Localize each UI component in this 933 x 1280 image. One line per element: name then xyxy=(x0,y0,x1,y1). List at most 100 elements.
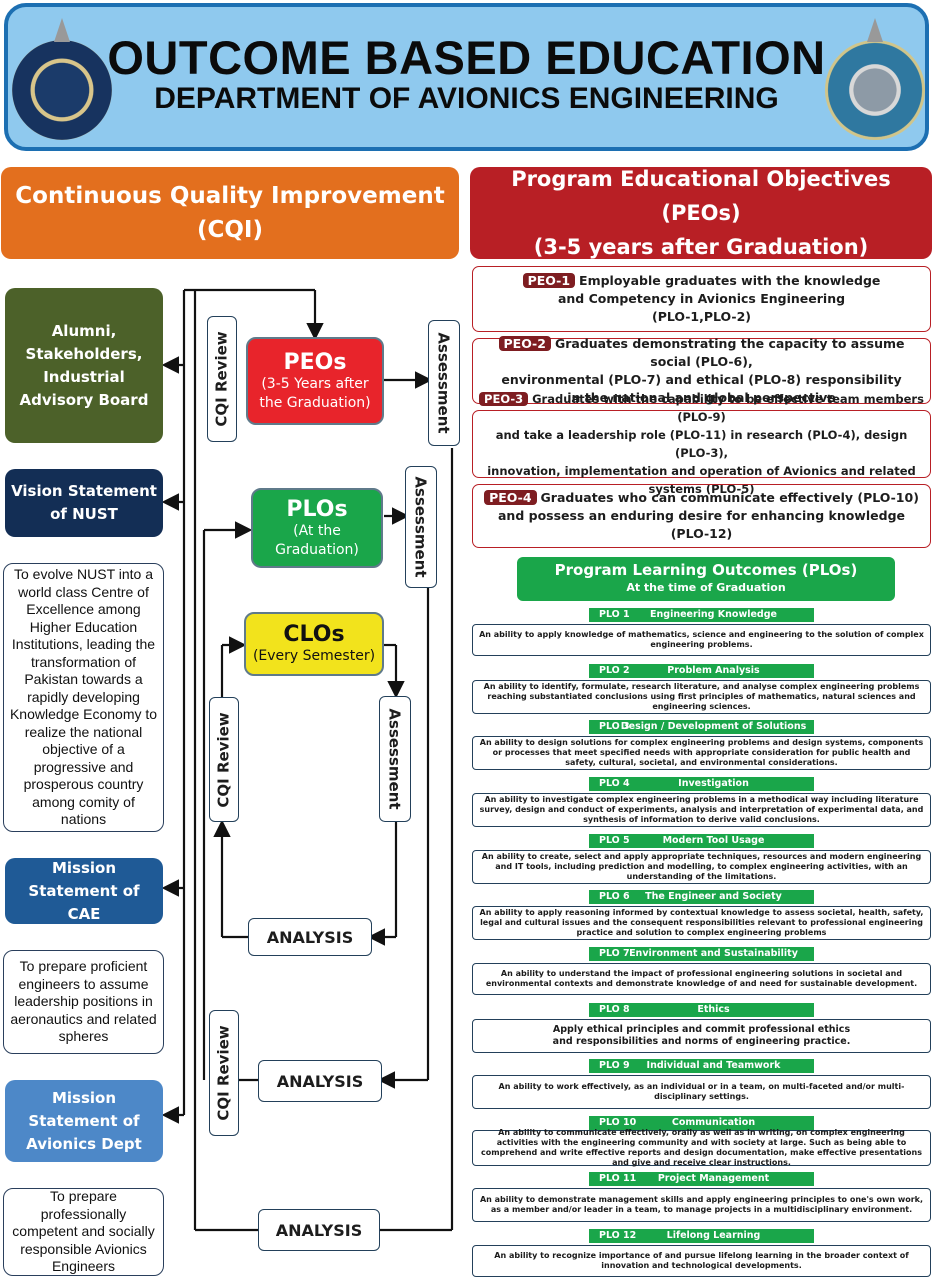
peo-text: and take a leadership role (PLO-11) in r… xyxy=(495,428,908,460)
plo-description: An ability to work effectively, as an in… xyxy=(472,1075,931,1109)
peos-box-title: PEOs xyxy=(283,349,347,375)
college-of-aeronautical-engineering-logo-icon xyxy=(825,40,925,140)
plo-description-text: An ability to work effectively, as an in… xyxy=(498,1082,905,1101)
assessment-box-peo: Assessment xyxy=(428,320,460,446)
plo-number: PLO 4 xyxy=(599,778,630,789)
plo-title: The Engineer and Society xyxy=(645,891,782,902)
peo-section-title: Program Educational Objectives (PEOs) (3… xyxy=(470,167,932,259)
assessment-label: Assessment xyxy=(386,708,404,810)
plo-number: PLO 8 xyxy=(599,1004,630,1015)
mission-cae-body: To prepare proficient engineers to assum… xyxy=(10,958,157,1045)
assessment-box-clo: Assessment xyxy=(379,696,411,822)
plo-number: PLO 1 xyxy=(599,609,630,620)
plo-title: Environment and Sustainability xyxy=(629,948,798,959)
vision-statement-text: To evolve NUST into a world class Centre… xyxy=(3,563,164,832)
plo-description-text: An ability to understand the impact of p… xyxy=(485,969,918,988)
plo-description-text: An ability to apply knowledge of mathema… xyxy=(479,630,924,649)
plo-description: An ability to apply knowledge of mathema… xyxy=(472,624,931,656)
peo-text: innovation, implementation and operation… xyxy=(487,464,916,496)
plo-description-text: An ability to create, select and apply a… xyxy=(481,852,922,881)
alumni-stakeholders-box: Alumni, Stakeholders, Industrial Advisor… xyxy=(5,288,163,443)
assessment-box-plo: Assessment xyxy=(405,466,437,588)
plo-label: PLO 8 Ethics xyxy=(589,1003,814,1017)
mission-dept-title: Mission Statement of Avionics Dept xyxy=(5,1080,163,1162)
plo-description: An ability to design solutions for compl… xyxy=(472,736,931,770)
plo-description-text: An ability to recognize importance of an… xyxy=(494,1251,909,1270)
plo-description: An ability to demonstrate management ski… xyxy=(472,1188,931,1222)
cqi-review-box-clo: CQI Review xyxy=(209,697,239,822)
peo-text: Graduates with the capability to be effe… xyxy=(532,392,924,424)
mission-dept-text: To prepare professionally competent and … xyxy=(3,1188,164,1276)
plo-description: An ability to identify, formulate, resea… xyxy=(472,680,931,714)
plo-description-text: An ability to design solutions for compl… xyxy=(479,738,924,767)
plo-number: PLO 5 xyxy=(599,835,630,846)
mission-dept-title-text: Mission Statement of Avionics Dept xyxy=(26,1088,142,1153)
mission-cae-title: Mission Statement of CAE xyxy=(5,858,163,924)
peo-tag: PEO-3 xyxy=(479,392,529,406)
cqi-section-title: Continuous Quality Improvement (CQI) xyxy=(1,167,459,259)
plo-description: An ability to create, select and apply a… xyxy=(472,850,931,884)
plo-title: Engineering Knowledge xyxy=(650,609,777,620)
plo-number: PLO 12 xyxy=(599,1230,637,1241)
plo-title: Individual and Teamwork xyxy=(646,1060,781,1071)
cqi-title-text: Continuous Quality Improvement (CQI) xyxy=(15,183,445,243)
plo-title: Ethics xyxy=(697,1004,730,1015)
vision-statement-body: To evolve NUST into a world class Centre… xyxy=(9,566,158,828)
clos-box-subtitle: (Every Semester) xyxy=(252,648,376,664)
plo-description: An ability to recognize importance of an… xyxy=(472,1245,931,1277)
mission-cae-text: To prepare proficient engineers to assum… xyxy=(3,950,164,1054)
mission-cae-title-text: Mission Statement of CAE xyxy=(28,858,140,923)
plos-box: PLOs (At the Graduation) xyxy=(251,488,383,568)
peos-box: PEOs (3-5 Years after the Graduation) xyxy=(246,337,384,425)
assessment-label: Assessment xyxy=(435,332,453,434)
peo-tag: PEO-2 xyxy=(498,336,551,351)
analysis-label: ANALYSIS xyxy=(276,1071,364,1091)
cqi-review-box-plo: CQI Review xyxy=(209,1010,239,1136)
plo-title: Design / Development of Solutions xyxy=(620,721,807,732)
peo-text: and possess an enduring desire for enhan… xyxy=(498,508,905,541)
plo-number: PLO 9 xyxy=(599,1060,630,1071)
plo-description: An ability to communicate effectively, o… xyxy=(472,1128,931,1167)
plo-section-subtitle: At the time of Graduation xyxy=(626,581,786,594)
plo-description-text: An ability to demonstrate management ski… xyxy=(479,1195,924,1214)
analysis-label: ANALYSIS xyxy=(275,1220,363,1240)
vision-statement-title: Vision Statement of NUST xyxy=(5,469,163,537)
peo-section-title-line2: (3-5 years after Graduation) xyxy=(533,235,869,259)
plo-description: An ability to apply reasoning informed b… xyxy=(472,906,931,940)
plo-description-text: An ability to identify, formulate, resea… xyxy=(483,682,920,711)
clos-box-title: CLOs xyxy=(283,622,345,647)
page-subtitle: DEPARTMENT OF AVIONICS ENGINEERING xyxy=(154,82,779,115)
cqi-review-box-peo: CQI Review xyxy=(207,316,237,442)
peo-tag: PEO-1 xyxy=(522,273,576,288)
peos-box-subtitle: (3-5 Years after the Graduation) xyxy=(259,375,371,411)
assessment-label: Assessment xyxy=(412,476,430,578)
mission-dept-body: To prepare professionally competent and … xyxy=(12,1188,155,1275)
plo-description-text: Apply ethical principles and commit prof… xyxy=(552,1024,851,1047)
plos-box-subtitle: (At the Graduation) xyxy=(275,522,359,558)
alumni-stakeholders-label: Alumni, Stakeholders, Industrial Advisor… xyxy=(19,321,149,409)
plo-number: PLO 11 xyxy=(599,1173,637,1184)
peo-text: in the national and global perspective xyxy=(567,390,836,405)
cqi-review-label: CQI Review xyxy=(215,711,233,808)
analysis-box-plo: ANALYSIS xyxy=(258,1060,382,1102)
plo-number: PLO 3 xyxy=(599,721,630,732)
page-title: OUTCOME BASED EDUCATION xyxy=(107,31,826,84)
plo-description: An ability to understand the impact of p… xyxy=(472,963,931,995)
peo-text: Graduates who can communicate effectivel… xyxy=(540,490,919,505)
plo-label: PLO 1 Engineering Knowledge xyxy=(589,608,814,622)
peo-text: (PLO-1,PLO-2) xyxy=(651,309,752,324)
analysis-box-clo: ANALYSIS xyxy=(248,918,372,956)
plo-number: PLO 2 xyxy=(599,665,630,676)
plo-number: PLO 10 xyxy=(599,1117,637,1128)
plo-description-text: An ability to communicate effectively, o… xyxy=(481,1128,922,1167)
